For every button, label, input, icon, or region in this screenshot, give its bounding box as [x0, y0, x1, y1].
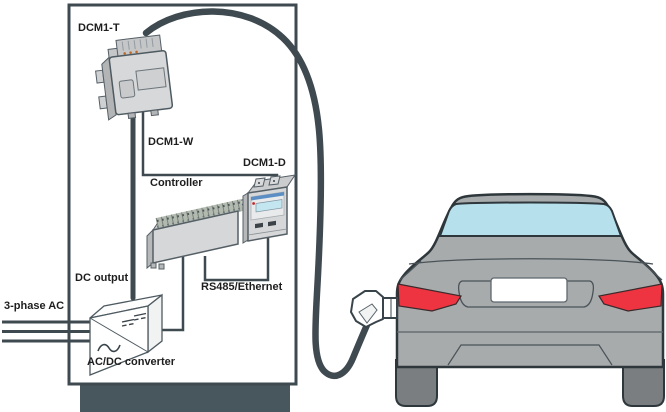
- lcd-display: [255, 199, 283, 213]
- meter-button: [268, 220, 276, 227]
- rear-window: [438, 201, 623, 237]
- tail-light-right: [598, 283, 663, 312]
- three-phase-lines: [2, 320, 90, 343]
- car: [395, 192, 665, 407]
- plug-tip: [381, 297, 398, 319]
- dc-symbol-icon: [121, 312, 147, 327]
- charging-cable: [142, 8, 371, 380]
- controller-label: Controller: [150, 177, 203, 189]
- wheel-right: [622, 359, 665, 407]
- dcm1-w-label: DCM1-W: [148, 136, 194, 148]
- charging-plug: [350, 290, 398, 328]
- acdc-converter: [89, 293, 163, 376]
- meter-button: [255, 222, 263, 229]
- ac-sine-icon: [97, 343, 121, 353]
- dc-output-label: DC output: [75, 272, 129, 284]
- three-phase-ac-label: 3-phase AC: [4, 300, 65, 312]
- acdc-converter-label: AC/DC converter: [87, 356, 176, 368]
- trunk-recess-line: [457, 280, 595, 308]
- dcm1-t-label: DCM1-T: [78, 22, 120, 34]
- dcm1-t-device: [95, 34, 174, 121]
- rs485-connection-line: [203, 236, 270, 282]
- controller-device: [146, 198, 248, 270]
- status-led: [252, 202, 256, 205]
- display-window: [135, 67, 167, 91]
- controller-converter-line: [156, 255, 185, 332]
- bumper-inset-line: [447, 344, 613, 366]
- dcm1-d-label: DCM1-D: [243, 157, 286, 169]
- tail-light-left: [397, 283, 462, 312]
- cabinet-base: [80, 384, 290, 412]
- license-plate: [490, 277, 568, 303]
- wheel-left: [395, 359, 438, 407]
- rs485-ethernet-label: RS485/Ethernet: [201, 281, 283, 293]
- dcm1-d-device: [242, 174, 297, 244]
- trunk-shoulder-line: [408, 258, 654, 265]
